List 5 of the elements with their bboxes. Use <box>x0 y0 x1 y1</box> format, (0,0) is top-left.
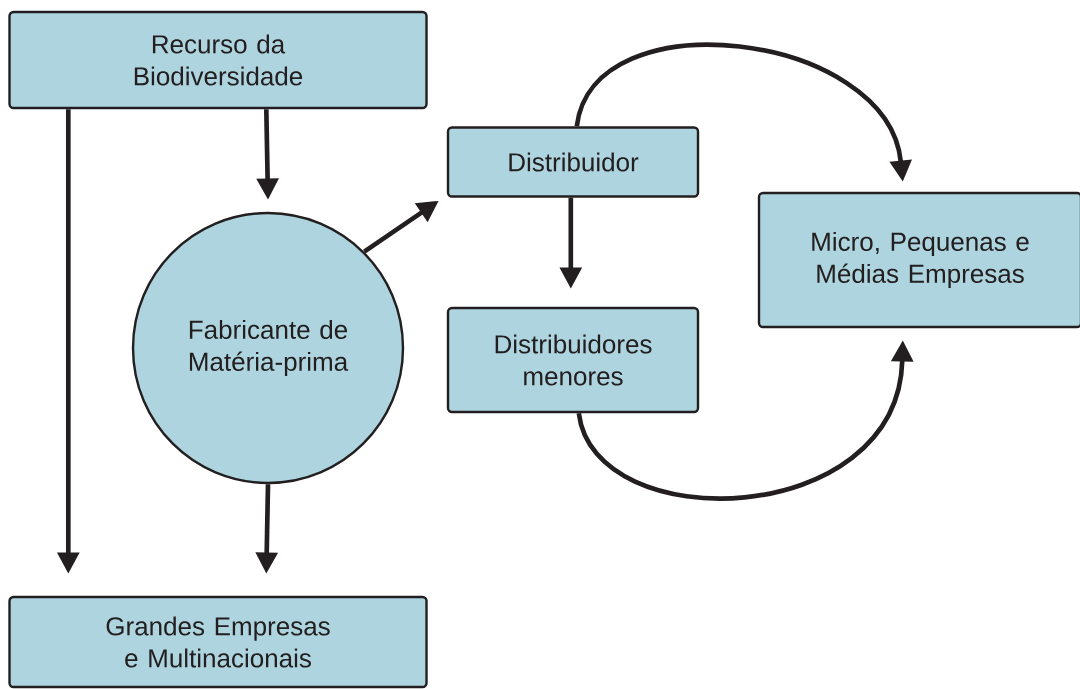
process-box: Distribuidor <box>446 126 700 198</box>
process-box: Recurso da Biodiversidade <box>8 10 428 110</box>
process-box: Distribuidores menores <box>446 306 700 414</box>
process-box: Micro, Pequenas e Médias Empresas <box>757 191 1080 329</box>
process-box: Grandes Empresas e Multinacionais <box>8 595 428 689</box>
